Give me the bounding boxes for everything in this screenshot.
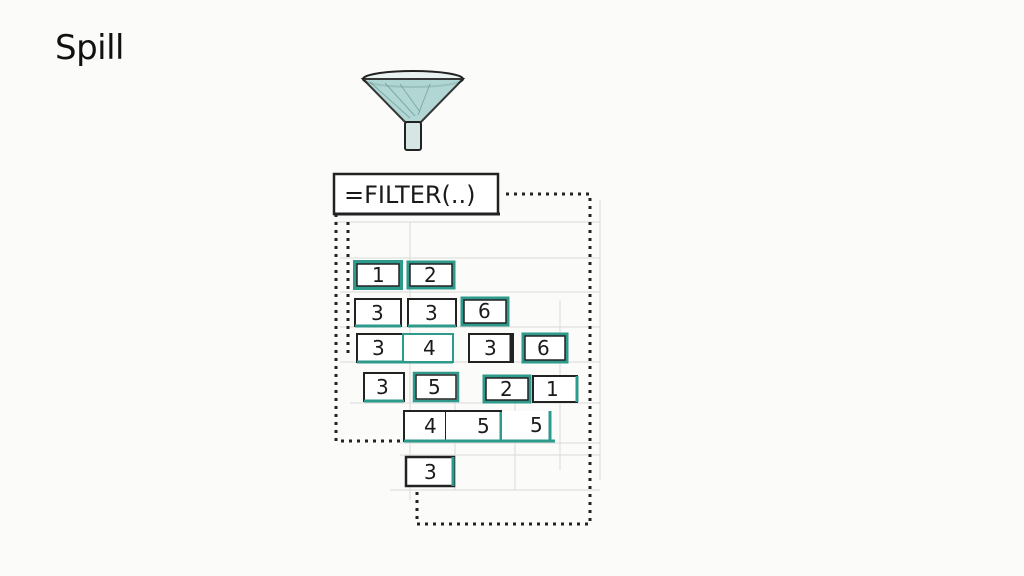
spill-cell[interactable]: 3 — [468, 333, 514, 363]
svg-text:3: 3 — [376, 375, 389, 399]
svg-text:2: 2 — [424, 263, 437, 287]
formula-cell[interactable]: =FILTER(..) — [332, 172, 500, 216]
formula-text: =FILTER(..) — [344, 181, 476, 209]
svg-text:4: 4 — [423, 336, 436, 360]
spill-cell[interactable]: 3 — [404, 455, 456, 488]
spill-cell[interactable]: 6 — [521, 332, 569, 364]
spill-cell[interactable]: 2 — [482, 374, 532, 404]
svg-text:6: 6 — [537, 336, 550, 360]
svg-text:5: 5 — [428, 375, 441, 399]
svg-text:3: 3 — [372, 336, 385, 360]
svg-text:3: 3 — [425, 301, 438, 325]
spill-cell[interactable]: 3 — [363, 372, 405, 403]
svg-text:3: 3 — [371, 301, 384, 325]
spill-cell[interactable]: 4 — [403, 410, 447, 442]
svg-text:3: 3 — [424, 460, 437, 484]
svg-text:6: 6 — [478, 299, 491, 323]
spill-cell[interactable]: 4 — [402, 333, 454, 363]
svg-text:2: 2 — [500, 377, 513, 401]
spill-cell[interactable]: 5 — [502, 411, 552, 441]
svg-text:3: 3 — [484, 336, 497, 360]
spill-row-4: 3 5 2 1 — [363, 371, 579, 404]
spill-row-1: 1 2 — [353, 260, 456, 290]
svg-text:4: 4 — [424, 414, 437, 438]
spill-cell[interactable]: 3 — [354, 298, 402, 328]
spill-cell[interactable]: 3 — [407, 298, 457, 328]
svg-text:5: 5 — [477, 414, 490, 438]
svg-text:1: 1 — [372, 263, 385, 287]
svg-text:1: 1 — [546, 377, 559, 401]
spill-cell[interactable]: 1 — [532, 375, 579, 403]
spill-cell[interactable]: 2 — [406, 260, 456, 290]
svg-text:5: 5 — [530, 413, 543, 437]
spill-cell[interactable]: 1 — [353, 260, 403, 290]
spill-row-2: 3 3 6 — [354, 296, 510, 328]
spill-row-3: 3 4 3 6 — [356, 332, 569, 364]
spill-row-5: 4 5 5 — [403, 410, 555, 443]
spill-cell[interactable]: 6 — [460, 296, 510, 327]
spill-cell[interactable]: 5 — [404, 410, 503, 441]
page-title: Spill — [55, 28, 125, 68]
spill-cell[interactable]: 5 — [412, 371, 460, 403]
spill-range-outline — [334, 192, 592, 526]
spill-row-6: 3 — [404, 455, 456, 488]
funnel-icon — [360, 70, 466, 151]
spill-cell[interactable]: 3 — [356, 333, 453, 364]
